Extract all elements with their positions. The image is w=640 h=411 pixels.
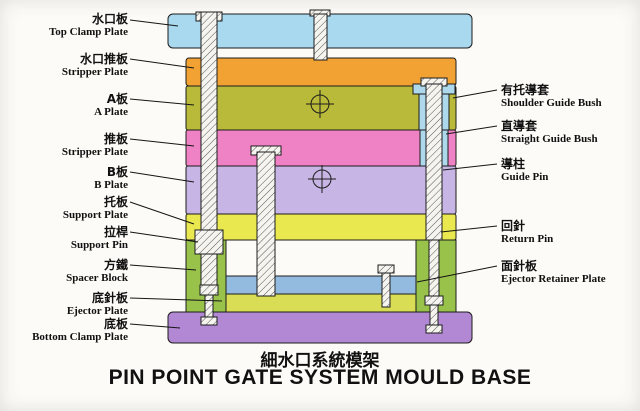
stripper-plate-upper [185,57,457,87]
label-ejector-plate: 底針板 Ejector Plate [0,291,128,318]
label-en: Guide Pin [501,171,549,183]
leader-line [445,125,498,135]
return-pin-shaft [428,239,440,299]
support-pin [194,11,224,286]
label-en: Top Clamp Plate [48,26,128,38]
label-zh: 底板 [103,317,128,331]
label-zh: 推板 [103,132,128,146]
label-zh: 拉桿 [103,225,128,239]
leader-line [129,58,195,69]
label-shoulder-guide-bush: 有托導套 Shoulder Guide Bush [501,83,640,110]
label-en: Return Pin [501,233,554,245]
label-spacer-block: 方鐵 Spacer Block [0,258,128,285]
label-bottom-clamp-plate: 底板 Bottom Clamp Plate [0,317,128,344]
return-pin-head [424,295,444,306]
label-ejector-retainer-plate: 面針板 Ejector Retainer Plate [501,259,640,286]
label-return-pin: 回針 Return Pin [501,219,640,246]
label-zh: 有托導套 [501,83,550,97]
leader-line [129,201,195,225]
label-zh: A板 [106,92,128,106]
label-zh: 回針 [501,219,526,233]
leader-line [129,264,197,271]
label-guide-pin: 導柱 Guide Pin [501,157,640,184]
label-en: Support Plate [62,209,128,221]
label-stripper-plate-upper: 水口推板 Stripper Plate [0,52,128,79]
stripper-plate-lower [185,129,457,167]
label-top-clamp-plate: 水口板 Top Clamp Plate [0,12,128,39]
label-en: Support Pin [70,239,128,251]
label-en: Spacer Block [66,272,128,284]
leader-line [129,19,179,27]
b-plate [185,165,457,215]
leader-line [440,225,498,233]
leader-line [129,98,195,106]
label-stripper-plate-lower: 推板 Stripper Plate [0,132,128,159]
label-zh: 面針板 [501,259,538,273]
label-en: A Plate [94,106,128,118]
label-zh: 直導套 [501,119,538,133]
label-straight-guide-bush: 直導套 Straight Guide Bush [501,119,640,146]
sprue-bush [309,9,331,61]
label-en: Ejector Plate [66,305,128,317]
label-zh: B板 [106,165,128,179]
label-en: Stripper Plate [61,146,128,158]
leader-line [129,171,195,183]
leader-line [129,297,223,302]
stop-bolt [377,264,395,308]
leader-line [129,231,199,243]
label-en: Stripper Plate [61,66,128,78]
label-en: Ejector Retainer Plate [501,273,606,285]
title-english: PIN POINT GATE SYSTEM MOULD BASE [108,366,532,389]
leader-line [442,163,498,171]
crosshair-upper-icon [306,90,334,118]
support-pin-collar [194,229,224,255]
leader-line [129,138,195,147]
title-chinese: 細水口系統模架 [260,351,380,371]
leader-line [416,265,498,283]
center-pillar-shaft [256,151,276,297]
support-plate [185,213,457,241]
label-zh: 方鐵 [103,258,128,272]
label-zh: 托板 [103,195,128,209]
label-en: Shoulder Guide Bush [501,97,602,109]
guide-pin-shaft [425,83,443,241]
label-zh: 水口板 [91,12,128,26]
bottom-right-bolt [425,304,443,334]
label-en: B Plate [94,179,128,191]
label-a-plate: A板 A Plate [0,92,128,119]
leader-lines [129,19,498,329]
support-pin-bolt [199,284,219,326]
label-b-plate: B板 B Plate [0,165,128,192]
leader-line [129,323,181,329]
label-support-pin: 拉桿 Support Pin [0,225,128,252]
label-zh: 水口推板 [79,52,128,66]
label-zh: 導柱 [501,157,526,171]
label-zh: 底針板 [91,291,128,305]
label-en: Bottom Clamp Plate [32,331,128,343]
crosshair-lower-icon [308,165,336,193]
label-support-plate: 托板 Support Plate [0,195,128,222]
leader-line [452,89,498,99]
center-pillar [250,145,282,297]
label-en: Straight Guide Bush [501,133,598,145]
